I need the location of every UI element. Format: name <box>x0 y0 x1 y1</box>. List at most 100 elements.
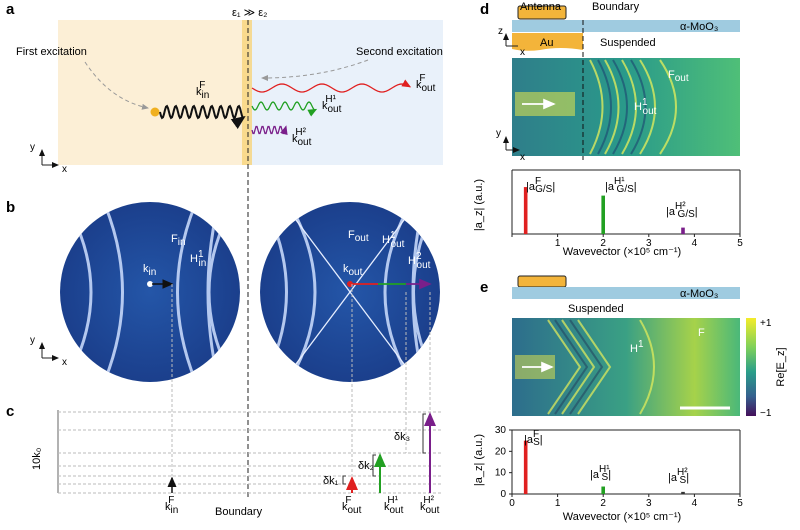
k-out-H2-label: koutH² <box>292 127 312 148</box>
svg-text:y: y <box>30 335 35 346</box>
svg-text:x: x <box>62 164 67 175</box>
k-out-F-label: koutF <box>416 73 436 94</box>
dk1-label: δk₁ <box>323 475 339 487</box>
bar-H¹ <box>601 486 605 494</box>
tick-label: 2 <box>600 238 606 249</box>
k-in-point <box>147 281 153 287</box>
panel-b-label: b <box>6 199 15 216</box>
fringes-e <box>547 319 655 415</box>
axes-icon-d-top: z x <box>498 26 525 58</box>
dark-fringes-e <box>554 319 604 415</box>
tick-label: 3 <box>646 238 652 249</box>
tick-label: 3 <box>646 498 652 509</box>
boundary-label: Boundary <box>215 506 263 518</box>
dk3-bracket <box>422 413 426 454</box>
k-out-H1-axis-label: koutH¹ <box>384 495 404 516</box>
k-out-H1-label: koutH¹ <box>322 94 342 115</box>
axes-icon-a: y x <box>30 142 67 175</box>
suspended-d-label: Suspended <box>600 37 656 49</box>
outgoing-wave-H1 <box>251 101 318 117</box>
F-out-d-label: Fout <box>668 69 689 84</box>
first-excitation-label: First excitation <box>16 46 87 58</box>
panel-d: d Antenna Boundary α-MoO₃ Au Suspended z… <box>473 1 743 258</box>
second-excitation-label: Second excitation <box>356 46 443 58</box>
second-excitation-arrow <box>261 59 369 81</box>
svg-text:y: y <box>30 142 35 153</box>
F-e-label: F <box>698 327 705 339</box>
tick-label: 1 <box>555 498 561 509</box>
panel-c: c 10k₀ δk₁ δk₂ δk₃ Boundary kinF ko <box>6 284 442 518</box>
tick-label: 1 <box>555 238 561 249</box>
panel-a-label: a <box>6 1 15 18</box>
bar-H² <box>681 491 685 494</box>
tick-label: 5 <box>737 238 743 249</box>
antenna-label: Antenna <box>520 1 562 13</box>
antenna-block <box>517 5 567 20</box>
dipole-source <box>150 107 160 117</box>
dk2-bracket <box>372 454 376 477</box>
moo3-slab-e <box>512 287 740 299</box>
panel-c-projection-lines <box>171 284 431 476</box>
colorbar <box>746 318 756 416</box>
colorbar-label: Re[E_z] <box>775 347 787 386</box>
panel-e-label: e <box>480 279 488 296</box>
tick-label: 2 <box>600 498 606 509</box>
k-out-disk-label: kout <box>343 263 363 278</box>
dk3-label: δk₃ <box>394 431 410 443</box>
bar-F <box>523 440 528 494</box>
y-tick-label: 10 <box>495 468 507 479</box>
moo3-slab-d <box>512 20 740 32</box>
scattering-lines <box>289 211 411 373</box>
k-in-F-axis-label: kinF <box>165 495 178 516</box>
panel-c-label: c <box>6 403 14 420</box>
colorbar-max: +1 <box>760 318 772 329</box>
dk2-label: δk₂ <box>358 460 374 472</box>
moo3-e-label: α-MoO₃ <box>680 288 718 300</box>
fringes-d <box>589 59 677 155</box>
tick-label: 5 <box>737 498 743 509</box>
outgoing-wave-F <box>251 79 412 93</box>
panel-c-ylabel: 10k₀ <box>31 448 43 470</box>
axes-icon-d-map: y x <box>496 128 525 163</box>
boundary-band <box>242 20 252 165</box>
dark-fringes-d <box>597 59 647 155</box>
low-permittivity-region <box>248 20 443 165</box>
incident-wave <box>159 104 246 130</box>
panel-a: a ε₁ ≫ ε₂ First excitation Second excita… <box>6 1 443 175</box>
chart-e-xlabel: Wavevector (×10⁵ cm⁻¹) <box>563 511 681 523</box>
isofrequency-disk-in <box>60 202 240 382</box>
k-in-label: kinF <box>196 80 209 101</box>
chart-e-ylabel: |a_z| (a.u.) <box>473 434 485 486</box>
bar-H² <box>681 227 685 234</box>
gold-substrate <box>512 33 583 51</box>
first-excitation-arrow <box>84 61 149 110</box>
y-tick-label: 20 <box>495 446 507 457</box>
k-in-disk-label: kin <box>143 263 156 278</box>
suspended-e-label: Suspended <box>568 303 624 315</box>
outgoing-wave-H2 <box>251 125 288 136</box>
panel-c-gridlines <box>58 411 442 494</box>
H1-e-label: H1 <box>630 339 644 355</box>
antenna-block-e <box>517 275 567 288</box>
k-out-F-axis-label: koutF <box>342 495 362 516</box>
svg-text:x: x <box>520 152 525 163</box>
panel-d-label: d <box>480 1 489 18</box>
boundary-d-label: Boundary <box>592 1 640 13</box>
epsilon-relation: ε₁ ≫ ε₂ <box>232 7 267 19</box>
moo3-d-label: α-MoO₃ <box>680 21 718 33</box>
axes-icon-b: y x <box>30 335 67 368</box>
tick-label: 4 <box>692 498 698 509</box>
